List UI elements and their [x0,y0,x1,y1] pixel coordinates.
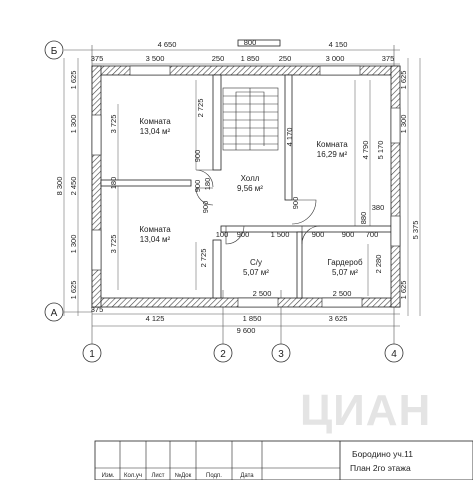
room-area: 5,07 м² [332,268,358,277]
project-name: Бородино уч.11 [352,449,413,459]
svg-text:4: 4 [391,349,397,360]
axis-marker-col-1: 1 [82,343,102,363]
svg-text:1: 1 [89,349,95,360]
doors [195,169,321,245]
title-header: Дата [240,473,254,479]
dim-label: 380 [372,203,385,212]
room-area: 9,56 м² [237,184,263,193]
dim-label: 700 [366,230,379,239]
room-area: 16,29 м² [317,150,348,159]
dim-label: 250 [212,54,225,63]
dim-label: 375 [382,54,395,63]
svg-text:2: 2 [220,349,226,360]
dim-label: 2 500 [253,289,272,298]
dim-label: 1 500 [271,230,290,239]
dims-inner: 2 725 2 725 4 170 900 900 180 900 900 10… [193,99,378,268]
dim-label: 375 [91,305,104,314]
dim-label: 180 [109,177,118,190]
dims-left: 1 625 1 300 8 300 2 450 1 300 1 625 3 72… [55,71,118,300]
svg-text:Б: Б [51,46,58,57]
dims-bottom: 375 4 125 1 850 3 625 9 600 2 500 2 500 [91,289,352,335]
dim-label: 4 150 [329,40,348,49]
dim-label: 900 [342,230,355,239]
dim-label: 3 725 [109,115,118,134]
room-area: 13,04 м² [140,235,171,244]
dim-label: 9 600 [237,326,256,335]
dim-label: 4 650 [158,40,177,49]
room-labels: Комната 13,04 м² Комната 16,29 м² Холл 9… [139,117,363,277]
title-header: №Док [175,472,192,479]
windows [91,65,401,308]
room-area: 13,04 м² [140,127,171,136]
dim-label: 1 300 [69,235,78,254]
svg-text:3: 3 [278,349,284,360]
dim-label: 4 790 [361,141,370,160]
dim-label: 900 [237,230,250,239]
title-header: Изм. [102,473,115,479]
room-name: Комната [316,140,348,149]
dim-label: 250 [279,54,292,63]
title-header: Подп. [206,473,222,479]
dim-label: 100 [216,230,229,239]
sheet-title: План 2го этажа [350,463,411,473]
dim-label: 1 850 [243,314,262,323]
dim-label: 900 [193,180,202,193]
title-block: Изм. Кол.уч Лист №Док Подп. Дата Бородин… [94,440,473,480]
staircase [222,87,279,151]
dim-label: 2 725 [199,249,208,268]
dim-label: 375 [91,54,104,63]
dim-label: 1 850 [241,54,260,63]
title-header: Лист [151,473,164,479]
dim-label: 900 [312,230,325,239]
dim-label: 3 000 [326,54,345,63]
dim-label: 3 625 [329,314,348,323]
dim-label: 5 170 [376,141,385,160]
dim-label: 3 500 [146,54,165,63]
dim-label: 1 300 [69,115,78,134]
dim-label: 5 375 [411,221,420,240]
dim-label: 2 500 [333,289,352,298]
axis-marker-col-4: 4 [384,343,404,363]
axis-marker-col-3: 3 [271,343,291,363]
watermark-text: ЦИАН [300,386,431,435]
watermark: ЦИАН [300,386,431,435]
room-name: Комната [139,225,171,234]
axis-markers: Б А 1 2 3 4 [44,40,404,363]
dim-label: 900 [291,197,300,210]
dim-label: 3 725 [109,235,118,254]
dim-label: 1 625 [399,71,408,90]
room-area: 5,07 м² [243,268,269,277]
dim-label: 900 [193,150,202,163]
dim-label: 800 [244,38,257,47]
dim-label: 1 300 [399,115,408,134]
dimension-lines [63,49,421,327]
title-header: Кол.уч [124,473,142,479]
svg-text:А: А [51,308,58,319]
dim-label: 1 625 [69,71,78,90]
dim-label: 1 625 [69,281,78,300]
dim-label: 880 [359,212,368,225]
dim-label: 4 170 [285,128,294,147]
dims-top: 4 650 800 4 150 375 3 500 250 1 850 250 … [91,38,395,63]
dim-label: 2 725 [196,99,205,118]
axis-marker-col-2: 2 [213,343,233,363]
axis-marker-row-a: А [44,302,64,322]
dims-right: 1 625 1 300 1 625 5 375 4 790 5 170 2 28… [359,71,420,300]
dim-label: 2 450 [69,177,78,196]
axis-marker-row-b: Б [44,40,64,60]
dim-label: 8 300 [55,177,64,196]
room-name: Холл [241,174,260,183]
dim-label: 180 [203,178,212,191]
dim-label: 2 280 [374,255,383,274]
dim-label: 4 125 [146,314,165,323]
dim-label: 900 [201,201,210,214]
room-name: Гардероб [327,258,363,267]
room-name: Комната [139,117,171,126]
room-name: С/у [250,258,262,267]
dim-label: 1 625 [399,281,408,300]
